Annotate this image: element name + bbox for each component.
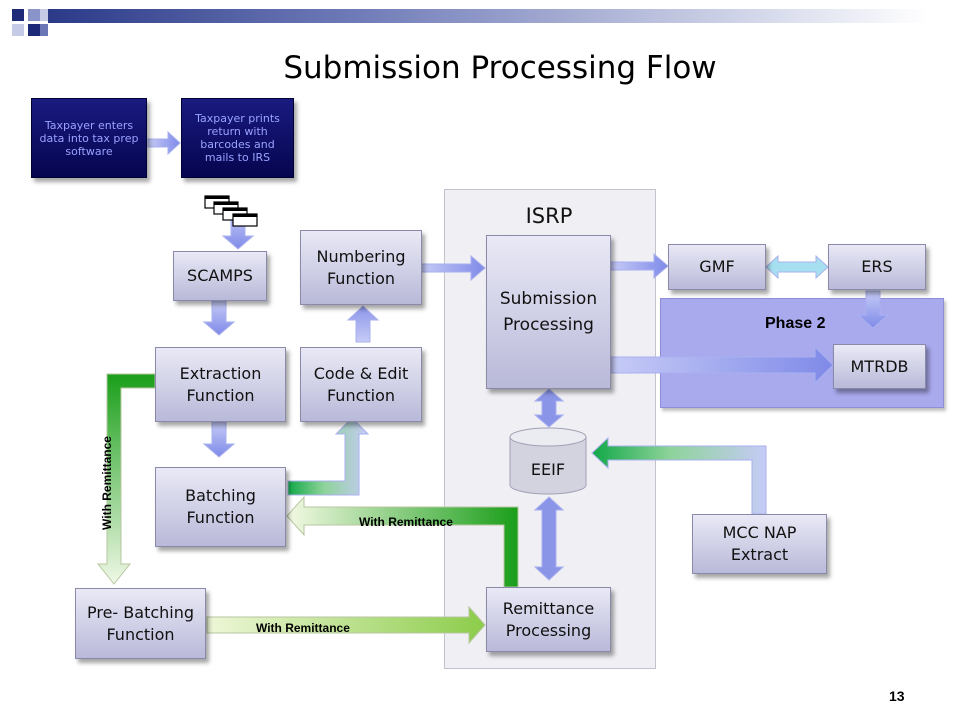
extraction-box: Extraction Function <box>155 347 286 422</box>
label-with-remittance-vertical: With Remittance <box>99 436 114 530</box>
page-number: 13 <box>889 688 905 704</box>
arrow-mccnap-to-eeif <box>591 436 767 515</box>
arrow-prebatching-to-remittance <box>206 605 486 645</box>
mtrdb-box: MTRDB <box>833 344 926 389</box>
arrow-submission-to-gmf <box>610 252 669 280</box>
scamps-box: SCAMPS <box>173 251 267 301</box>
arrow-batching-to-codeedit <box>287 417 370 496</box>
eeif-label: EEIF <box>530 460 566 479</box>
mail-envelopes-icon <box>204 195 258 227</box>
mcc-nap-box: MCC NAP Extract <box>692 514 827 574</box>
label-with-remittance-batching: With Remittance <box>359 515 453 529</box>
arrow-submission-to-mtrdb <box>610 345 834 385</box>
taxpayer-prints-box: Taxpayer prints return with barcodes and… <box>181 98 294 178</box>
isrp-label: ISRP <box>525 204 573 228</box>
code-edit-box: Code & Edit Function <box>300 347 422 422</box>
arrow-codeedit-to-numbering <box>346 305 380 343</box>
arrow-numbering-to-submission <box>420 254 486 282</box>
arrow-extraction-to-batching <box>202 421 236 458</box>
batching-box: Batching Function <box>155 467 286 547</box>
arrow-scamps-to-extraction <box>202 300 236 336</box>
submission-processing-box: Submission Processing <box>486 235 611 389</box>
eeif-cylinder <box>509 427 587 495</box>
taxpayer-enters-box: Taxpayer enters data into tax prep softw… <box>31 98 147 178</box>
arrow-enters-to-prints <box>147 130 181 156</box>
arrow-submission-eeif <box>533 388 565 428</box>
slide-title: Submission Processing Flow <box>283 50 717 86</box>
ers-box: ERS <box>828 244 926 290</box>
arrow-eeif-remittance <box>533 496 565 581</box>
numbering-box: Numbering Function <box>300 230 422 305</box>
gmf-box: GMF <box>668 244 766 290</box>
arrow-extraction-to-prebatching <box>96 373 156 585</box>
pre-batching-box: Pre- Batching Function <box>75 588 206 659</box>
arrow-ers-to-mtrdb <box>856 290 890 329</box>
phase2-label: Phase 2 <box>765 315 826 332</box>
label-with-remittance-prebatching: With Remittance <box>256 621 350 635</box>
arrow-gmf-ers <box>765 254 829 280</box>
arrow-remittance-to-batching <box>286 495 519 588</box>
remittance-processing-box: Remittance Processing <box>486 587 611 652</box>
